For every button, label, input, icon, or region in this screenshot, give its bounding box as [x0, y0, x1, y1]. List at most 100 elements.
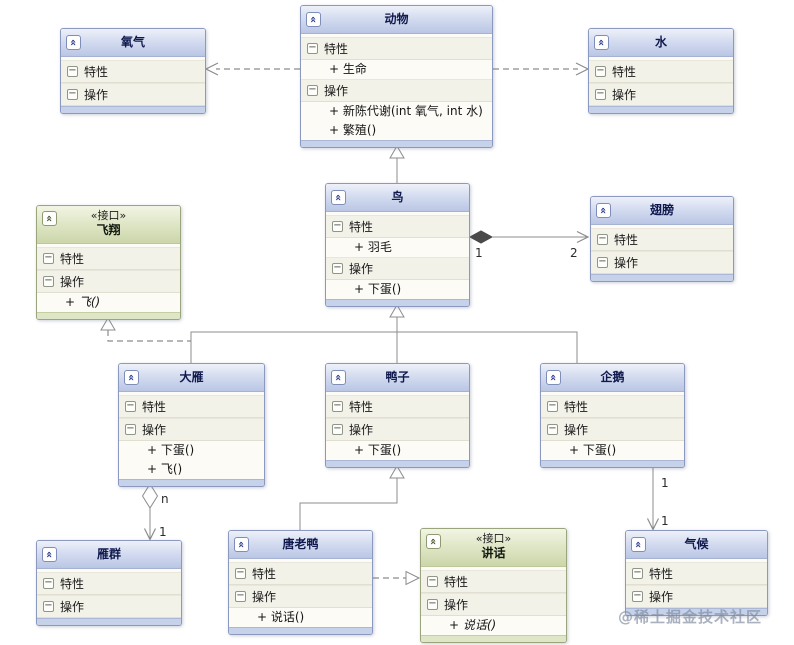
collapse-section-minus-icon[interactable]: − — [332, 262, 343, 274]
class-box-penguin[interactable]: « 企鹅 −特性−操作+ 下蛋() — [540, 363, 685, 468]
box-footer — [301, 140, 492, 147]
collapse-section-minus-icon[interactable]: − — [307, 42, 318, 54]
stereotype-label: «接口» — [90, 209, 127, 222]
class-body: −特性+ 生命−操作+ 新陈代谢(int 氧气, int 水)+ 繁殖() — [301, 34, 492, 140]
box-footer — [626, 608, 767, 615]
class-title: 鸭子 — [385, 370, 410, 384]
relation-realization-donald-speak[interactable] — [373, 570, 421, 586]
chevron-double-up-icon[interactable]: « — [306, 12, 321, 27]
class-box-climate[interactable]: « 气候 −特性−操作 — [625, 530, 768, 616]
class-member[interactable]: + 飞() — [119, 460, 264, 479]
collapse-section-minus-icon[interactable]: − — [597, 256, 608, 268]
collapse-section-minus-icon[interactable]: − — [43, 577, 54, 589]
mult-wing-side: 2 — [570, 246, 578, 260]
chevron-double-up-icon[interactable]: « — [426, 534, 441, 549]
section-row: −操作 — [589, 83, 733, 106]
collapse-section-minus-icon[interactable]: − — [235, 567, 246, 579]
collapse-section-minus-icon[interactable]: − — [235, 590, 246, 602]
collapse-section-minus-icon[interactable]: − — [597, 233, 608, 245]
collapse-section-minus-icon[interactable]: − — [547, 400, 558, 412]
mult-goose-side: n — [161, 492, 169, 506]
class-header: « 大雁 — [119, 364, 264, 392]
class-member[interactable]: + 繁殖() — [301, 121, 492, 140]
section-row: −特性 — [229, 562, 372, 585]
relation-association-penguin-climate[interactable]: 1 1 — [646, 466, 669, 531]
collapse-section-minus-icon[interactable]: − — [427, 598, 438, 610]
class-member[interactable]: + 下蛋() — [541, 441, 684, 460]
chevron-double-up-icon[interactable]: « — [331, 190, 346, 205]
class-title: 讲话 — [481, 546, 506, 560]
class-member[interactable]: + 说话() — [229, 608, 372, 627]
collapse-section-minus-icon[interactable]: − — [332, 423, 343, 435]
relation-dependency-animal-oxygen[interactable] — [204, 62, 300, 76]
class-box-flock[interactable]: « 雁群 −特性−操作 — [36, 540, 182, 626]
collapse-section-minus-icon[interactable]: − — [43, 252, 54, 264]
collapse-section-minus-icon[interactable]: − — [547, 423, 558, 435]
chevron-double-up-icon[interactable]: « — [596, 203, 611, 218]
class-title: 鸟 — [391, 190, 404, 204]
class-body: −特性−操作 — [61, 57, 205, 106]
collapse-section-minus-icon[interactable]: − — [125, 400, 136, 412]
class-box-wing[interactable]: « 翅膀 −特性−操作 — [590, 196, 734, 282]
chevron-double-up-icon[interactable]: « — [124, 370, 139, 385]
class-header: « 翅膀 — [591, 197, 733, 225]
section-label: 操作 — [60, 600, 85, 614]
chevron-double-up-icon[interactable]: « — [42, 547, 57, 562]
collapse-section-minus-icon[interactable]: − — [632, 567, 643, 579]
chevron-double-up-icon[interactable]: « — [234, 537, 249, 552]
section-label: 操作 — [324, 84, 349, 98]
class-title: 氧气 — [120, 35, 145, 49]
class-member[interactable]: + 新陈代谢(int 氧气, int 水) — [301, 102, 492, 121]
collapse-section-minus-icon[interactable]: − — [332, 400, 343, 412]
collapse-section-minus-icon[interactable]: − — [307, 84, 318, 96]
collapse-section-minus-icon[interactable]: − — [595, 88, 606, 100]
relation-aggregation-goose-flock[interactable]: n 1 — [141, 483, 169, 541]
class-box-speak[interactable]: « «接口» 讲话 −特性−操作+ 说话() — [420, 528, 567, 643]
relation-inheritance-bird-animal[interactable] — [389, 145, 405, 183]
relation-realization-goose-fly[interactable] — [100, 317, 191, 342]
class-box-bird[interactable]: « 鸟 −特性+ 羽毛−操作+ 下蛋() — [325, 183, 470, 307]
class-member[interactable]: + 飞() — [37, 293, 180, 312]
collapse-section-minus-icon[interactable]: − — [125, 423, 136, 435]
chevron-double-up-icon[interactable]: « — [631, 537, 646, 552]
class-member[interactable]: + 说话() — [421, 616, 566, 635]
relation-inheritance-subclasses-bird[interactable] — [190, 304, 578, 363]
chevron-double-up-icon[interactable]: « — [331, 370, 346, 385]
class-box-duck[interactable]: « 鸭子 −特性−操作+ 下蛋() — [325, 363, 470, 468]
class-member[interactable]: + 下蛋() — [326, 441, 469, 460]
class-member[interactable]: + 羽毛 — [326, 238, 469, 257]
chevron-double-up-icon[interactable]: « — [594, 35, 609, 50]
class-box-animal[interactable]: « 动物 −特性+ 生命−操作+ 新陈代谢(int 氧气, int 水)+ 繁殖… — [300, 5, 493, 148]
collapse-section-minus-icon[interactable]: − — [595, 65, 606, 77]
class-body: −特性−操作 — [589, 57, 733, 106]
class-box-goose[interactable]: « 大雁 −特性−操作+ 下蛋()+ 飞() — [118, 363, 265, 487]
collapse-section-minus-icon[interactable]: − — [427, 575, 438, 587]
box-footer — [591, 274, 733, 281]
watermark: @稀土掘金技术社区 — [618, 608, 763, 626]
class-box-fly[interactable]: « «接口» 飞翔 −特性−操作+ 飞() — [36, 205, 181, 320]
relation-composition-bird-wing[interactable]: 1 2 — [468, 230, 590, 260]
class-member[interactable]: + 下蛋() — [119, 441, 264, 460]
class-body: −特性−操作+ 下蛋()+ 飞() — [119, 392, 264, 479]
relation-inheritance-donald-duck[interactable] — [299, 465, 405, 530]
collapse-section-minus-icon[interactable]: − — [43, 600, 54, 612]
class-member[interactable]: + 生命 — [301, 60, 492, 79]
class-box-oxygen[interactable]: « 氧气 −特性−操作 — [60, 28, 206, 114]
mult-penguin-side: 1 — [661, 476, 669, 490]
section-row: −操作 — [37, 270, 180, 293]
collapse-section-minus-icon[interactable]: − — [632, 590, 643, 602]
mult-bird-side: 1 — [475, 246, 483, 260]
collapse-section-minus-icon[interactable]: − — [332, 220, 343, 232]
class-box-donald[interactable]: « 唐老鸭 −特性−操作+ 说话() — [228, 530, 373, 635]
collapse-section-minus-icon[interactable]: − — [67, 65, 78, 77]
chevron-double-up-icon[interactable]: « — [546, 370, 561, 385]
section-row: −操作 — [421, 593, 566, 616]
collapse-section-minus-icon[interactable]: − — [43, 275, 54, 287]
chevron-double-up-icon[interactable]: « — [66, 35, 81, 50]
box-footer — [326, 460, 469, 467]
chevron-double-up-icon[interactable]: « — [42, 211, 57, 226]
class-box-water[interactable]: « 水 −特性−操作 — [588, 28, 734, 114]
section-label: 操作 — [564, 423, 589, 437]
class-member[interactable]: + 下蛋() — [326, 280, 469, 299]
collapse-section-minus-icon[interactable]: − — [67, 88, 78, 100]
